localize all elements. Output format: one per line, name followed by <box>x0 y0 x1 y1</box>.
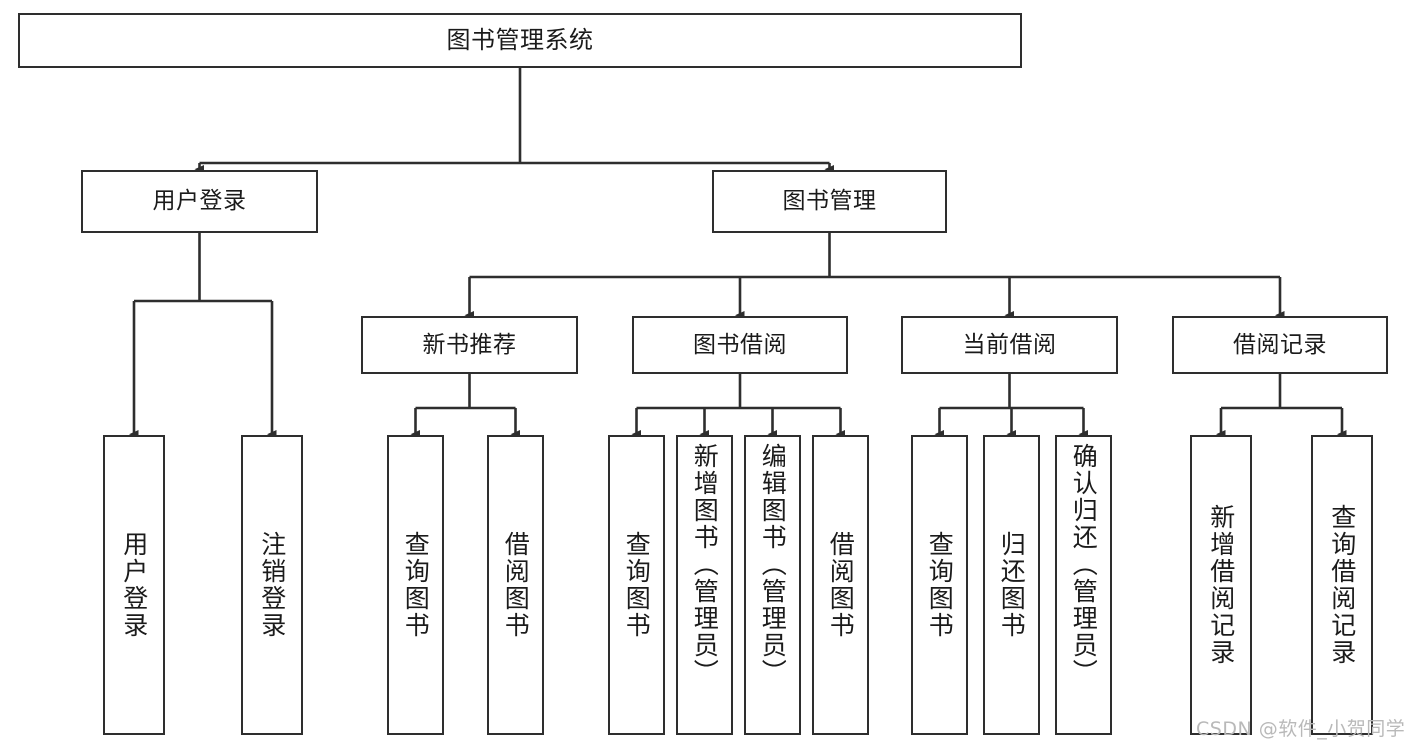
node-leaf-cur-confirm[interactable]: 确认归还（管理员） <box>1055 435 1112 735</box>
node-leaf-cur-query[interactable]: 查询图书 <box>911 435 968 735</box>
node-label: 用户登录 <box>119 531 149 639</box>
csdn-watermark: CSDN @软件_小贺同学 <box>1196 718 1405 740</box>
node-new-book-rec[interactable]: 新书推荐 <box>361 316 578 374</box>
node-label: 编辑图书（管理员） <box>758 443 788 686</box>
node-label: 图书管理系统 <box>446 25 594 54</box>
node-leaf-user-logout[interactable]: 注销登录 <box>241 435 303 735</box>
node-leaf-rec-query2[interactable]: 查询借阅记录 <box>1311 435 1373 735</box>
node-leaf-user-login[interactable]: 用户登录 <box>103 435 165 735</box>
node-label: 查询图书 <box>622 531 652 639</box>
node-label: 归还图书 <box>997 531 1027 639</box>
node-leaf-borrow-lend[interactable]: 借阅图书 <box>812 435 869 735</box>
node-label: 图书管理 <box>782 188 877 215</box>
node-label: 借阅记录 <box>1233 331 1327 358</box>
node-label: 新增借阅记录 <box>1206 504 1236 666</box>
node-leaf-rec-query[interactable]: 查询图书 <box>387 435 444 735</box>
node-leaf-borrow-add[interactable]: 新增图书（管理员） <box>676 435 733 735</box>
node-label: 查询借阅记录 <box>1327 504 1357 666</box>
node-leaf-rec-borrow[interactable]: 借阅图书 <box>487 435 544 735</box>
node-current-borrow[interactable]: 当前借阅 <box>901 316 1118 374</box>
node-leaf-cur-return[interactable]: 归还图书 <box>983 435 1040 735</box>
node-label: 新书推荐 <box>422 331 517 358</box>
node-user-login[interactable]: 用户登录 <box>81 170 318 233</box>
node-leaf-borrow-edit[interactable]: 编辑图书（管理员） <box>744 435 801 735</box>
node-root[interactable]: 图书管理系统 <box>18 13 1022 68</box>
node-label: 借阅图书 <box>501 531 531 639</box>
node-book-manage[interactable]: 图书管理 <box>712 170 947 233</box>
node-label: 查询图书 <box>401 531 431 639</box>
node-book-borrow[interactable]: 图书借阅 <box>632 316 848 374</box>
node-label: 新增图书（管理员） <box>690 443 720 686</box>
node-borrow-record[interactable]: 借阅记录 <box>1172 316 1388 374</box>
node-label: 当前借阅 <box>962 331 1057 358</box>
node-leaf-rec-add[interactable]: 新增借阅记录 <box>1190 435 1252 735</box>
node-label: 图书借阅 <box>693 331 787 358</box>
node-label: 查询图书 <box>925 531 955 639</box>
node-label: 确认归还（管理员） <box>1069 443 1099 686</box>
node-label: 用户登录 <box>152 188 247 215</box>
node-leaf-borrow-query[interactable]: 查询图书 <box>608 435 665 735</box>
node-label: 借阅图书 <box>826 531 856 639</box>
node-label: 注销登录 <box>257 531 287 639</box>
